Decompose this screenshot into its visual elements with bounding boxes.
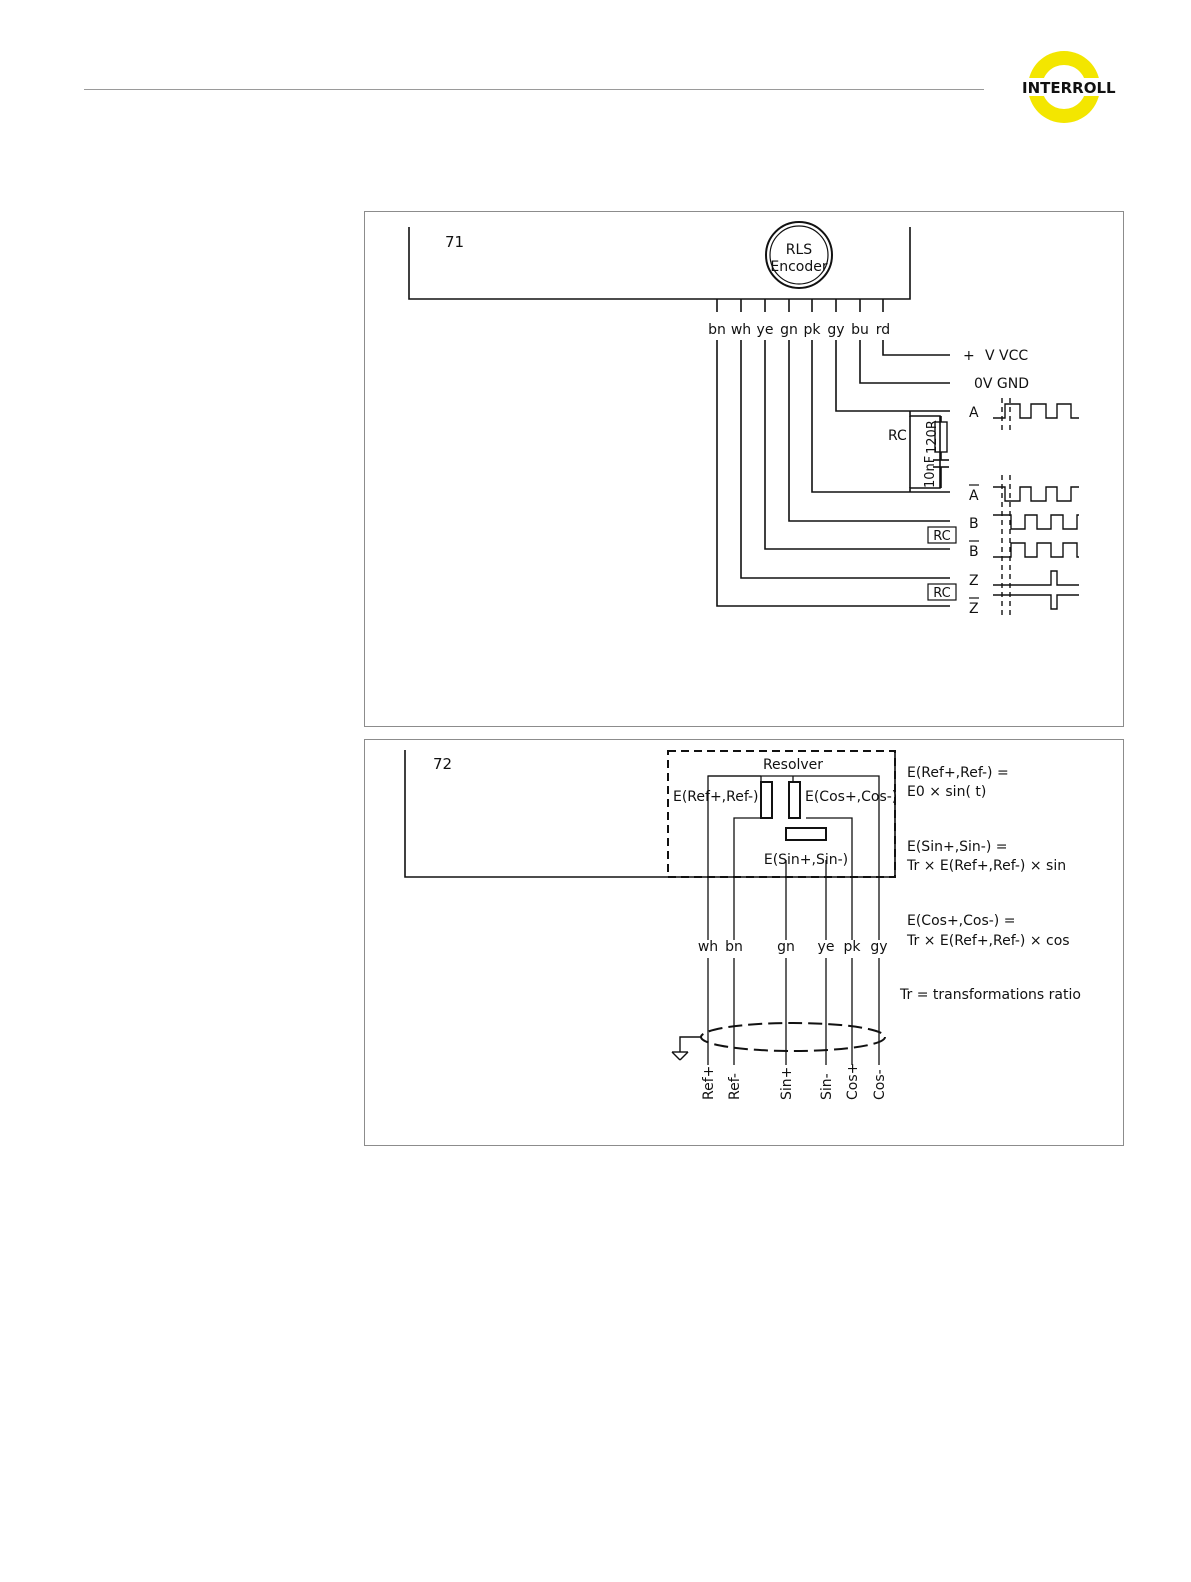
resistor-label: 120R <box>925 420 940 454</box>
resolver-lower-wires <box>707 958 880 1065</box>
terminal-ref-plus: Ref+ <box>701 1066 717 1100</box>
formula-ref-line1: E(Ref+,Ref-) = <box>907 765 1009 781</box>
header-rule <box>84 89 984 90</box>
terminal-cos-plus: Cos+ <box>845 1063 861 1100</box>
formula-ref-line2: E0 × sin( t) <box>907 784 986 800</box>
formula-cos-line1: E(Cos+,Cos-) = <box>907 913 1015 929</box>
coil-cos-winding <box>788 781 801 819</box>
wire-label-ye: ye <box>757 322 774 338</box>
supply-gnd: 0V GND <box>974 376 1029 392</box>
encoder-label-line2: Encoder <box>770 259 827 275</box>
rc-box-z <box>927 583 957 601</box>
transformation-ratio-note: Tr = transformations ratio <box>899 987 1081 1003</box>
ground-icon <box>671 1036 701 1061</box>
rc-label: RC <box>888 428 907 444</box>
wire-label-bn: bn <box>708 322 726 338</box>
rc-box-z-label: RC <box>933 586 950 601</box>
interroll-logo: INTERROLL <box>1020 51 1128 123</box>
resolver-wire-pk: pk <box>844 939 862 955</box>
waveform-a-bar <box>993 486 1079 502</box>
supply-plus: + <box>963 348 975 364</box>
resolver-coil-connections <box>707 775 880 940</box>
capacitor-label: 10nF <box>923 456 938 488</box>
logo-text: INTERROLL <box>1022 79 1116 97</box>
encoder-label-line1: RLS <box>786 242 813 258</box>
waveform-b <box>993 514 1079 530</box>
signal-a-bar: A <box>969 488 979 504</box>
wire-label-bu: bu <box>851 322 869 338</box>
encoder-wire-stubs <box>716 299 884 312</box>
signal-overbars <box>969 484 979 599</box>
figure-number-72: 72 <box>433 755 452 773</box>
wire-label-rd: rd <box>876 322 890 338</box>
timing-reference-lines <box>1001 398 1011 615</box>
encoder-wiring-diagram: 71 RLS Encoder bn wh ye gn pk gy bu rd <box>364 211 1124 727</box>
waveform-z <box>993 570 1079 586</box>
wire-label-pk: pk <box>804 322 822 338</box>
signal-b: B <box>969 516 979 532</box>
resolver-wiring-diagram: 72 Resolver E(Ref+,Ref-) E(Cos+,Cos-) E(… <box>364 739 1124 1146</box>
signal-a: A <box>969 405 979 421</box>
rc-box-b-label: RC <box>933 529 950 544</box>
formula-sin-line1: E(Sin+,Sin-) = <box>907 839 1007 855</box>
formula-cos-line2: Tr × E(Ref+,Ref-) × cos <box>906 933 1070 949</box>
rc-termination <box>909 411 949 492</box>
encoder-symbol <box>765 221 833 289</box>
waveform-b-bar <box>993 542 1079 558</box>
waveform-z-bar <box>993 594 1079 610</box>
wire-label-gy: gy <box>827 322 844 338</box>
resolver-wire-wh: wh <box>698 939 718 955</box>
terminal-ref-minus: Ref- <box>727 1073 743 1100</box>
signal-z-bar: Z <box>969 601 979 617</box>
coil-cos-label: E(Cos+,Cos-) <box>805 789 897 805</box>
resolver-label: Resolver <box>763 757 823 773</box>
coil-sin-winding <box>785 827 827 841</box>
formula-sin-line2: Tr × E(Ref+,Ref-) × sin <box>906 858 1066 874</box>
resolver-wire-bn: bn <box>725 939 743 955</box>
cable-shield <box>700 1022 886 1052</box>
resolver-wire-gn: gn <box>777 939 795 955</box>
encoder-wires <box>716 340 950 607</box>
terminal-sin-minus: Sin- <box>819 1073 835 1100</box>
figure-number-71: 71 <box>445 233 464 251</box>
wire-label-wh: wh <box>731 322 751 338</box>
coil-ref-winding <box>760 781 773 819</box>
wire-label-gn: gn <box>780 322 798 338</box>
coil-ref-label: E(Ref+,Ref-) <box>673 789 759 805</box>
encoder-housing <box>408 227 911 300</box>
rc-box-b <box>927 526 957 544</box>
resolver-boundary <box>667 750 896 878</box>
terminal-cos-minus: Cos- <box>872 1069 888 1100</box>
coil-sin-label: E(Sin+,Sin-) <box>764 852 848 868</box>
supply-vcc: V VCC <box>985 348 1028 364</box>
resolver-wire-ye: ye <box>818 939 835 955</box>
signal-b-bar: B <box>969 544 979 560</box>
terminal-sin-plus: Sin+ <box>779 1067 795 1100</box>
resolver-wire-gy: gy <box>870 939 887 955</box>
signal-z: Z <box>969 573 979 589</box>
waveform-a <box>993 403 1079 419</box>
